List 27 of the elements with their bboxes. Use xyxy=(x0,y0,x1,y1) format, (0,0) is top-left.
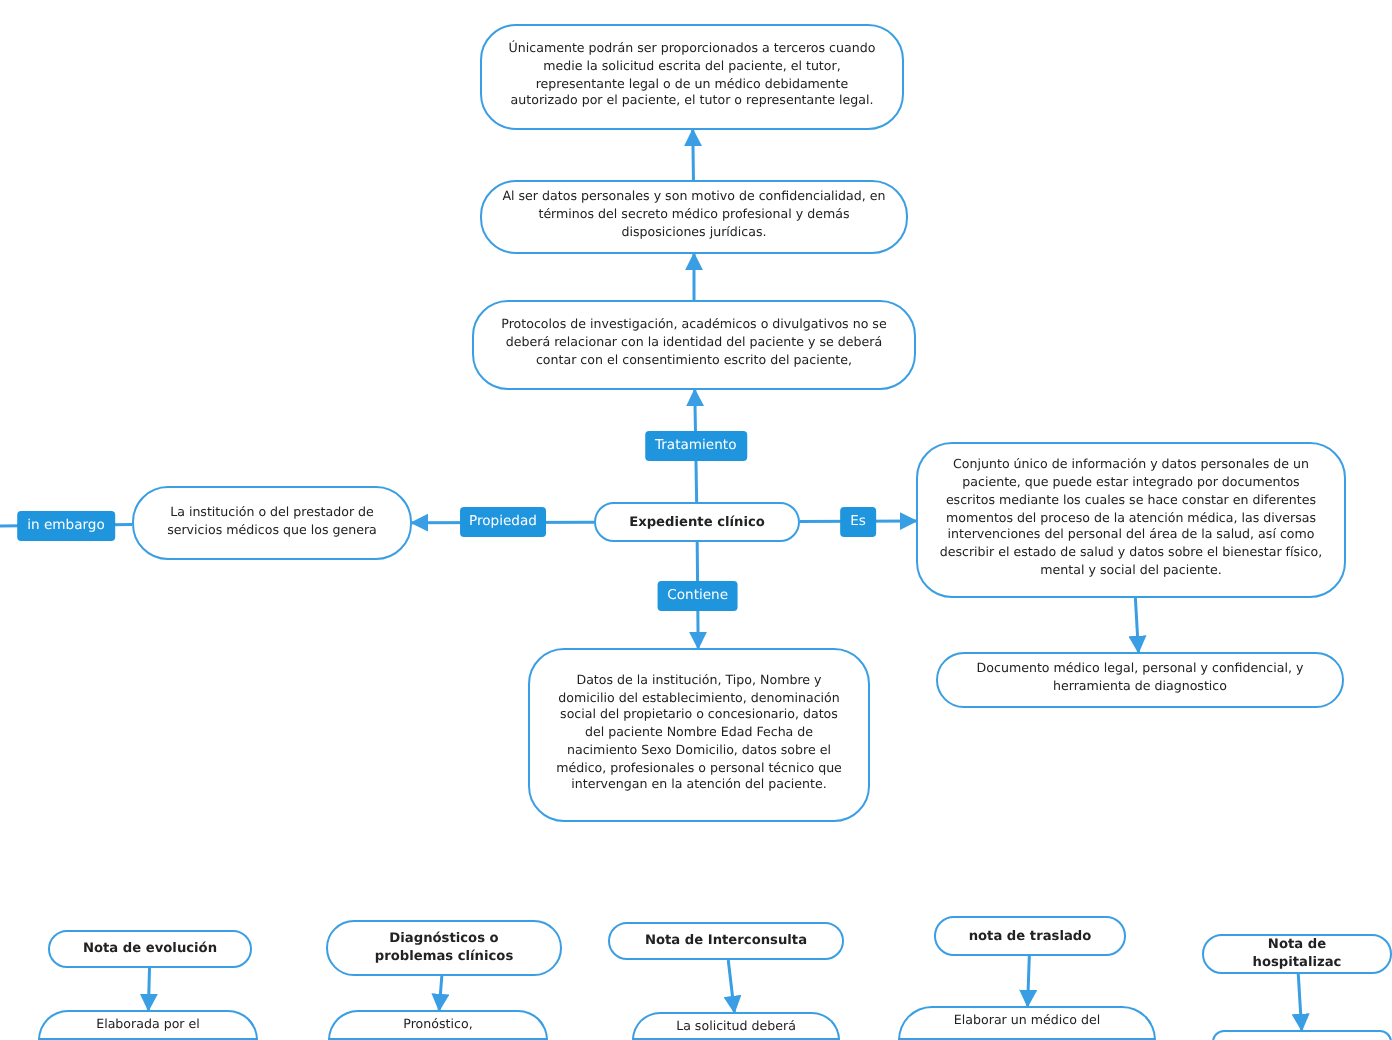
topic-box xyxy=(1202,934,1392,974)
arrow xyxy=(800,512,918,531)
empty-box xyxy=(1212,1030,1392,1040)
topic-box xyxy=(48,930,252,968)
topic-box xyxy=(472,300,916,390)
topic-box xyxy=(38,1010,258,1040)
arrow xyxy=(1019,955,1038,1008)
topic-box xyxy=(632,1012,840,1040)
topic-box xyxy=(934,916,1126,956)
topic-box xyxy=(936,652,1344,708)
topic-box xyxy=(328,1010,548,1040)
topic-box xyxy=(916,442,1346,598)
arrow xyxy=(1291,973,1310,1032)
topic-box xyxy=(608,922,844,960)
topic-box xyxy=(898,1006,1156,1040)
topic-box xyxy=(480,180,908,254)
topic-box xyxy=(594,502,800,542)
arrow xyxy=(431,975,450,1012)
arrow xyxy=(1128,597,1147,654)
topic-box xyxy=(528,648,870,822)
topic-box xyxy=(326,920,562,976)
arrow xyxy=(723,959,742,1014)
arrow xyxy=(685,252,703,300)
arrow xyxy=(684,128,702,181)
topic-box xyxy=(132,486,412,560)
topic-box xyxy=(480,24,904,130)
arrow xyxy=(139,967,158,1012)
